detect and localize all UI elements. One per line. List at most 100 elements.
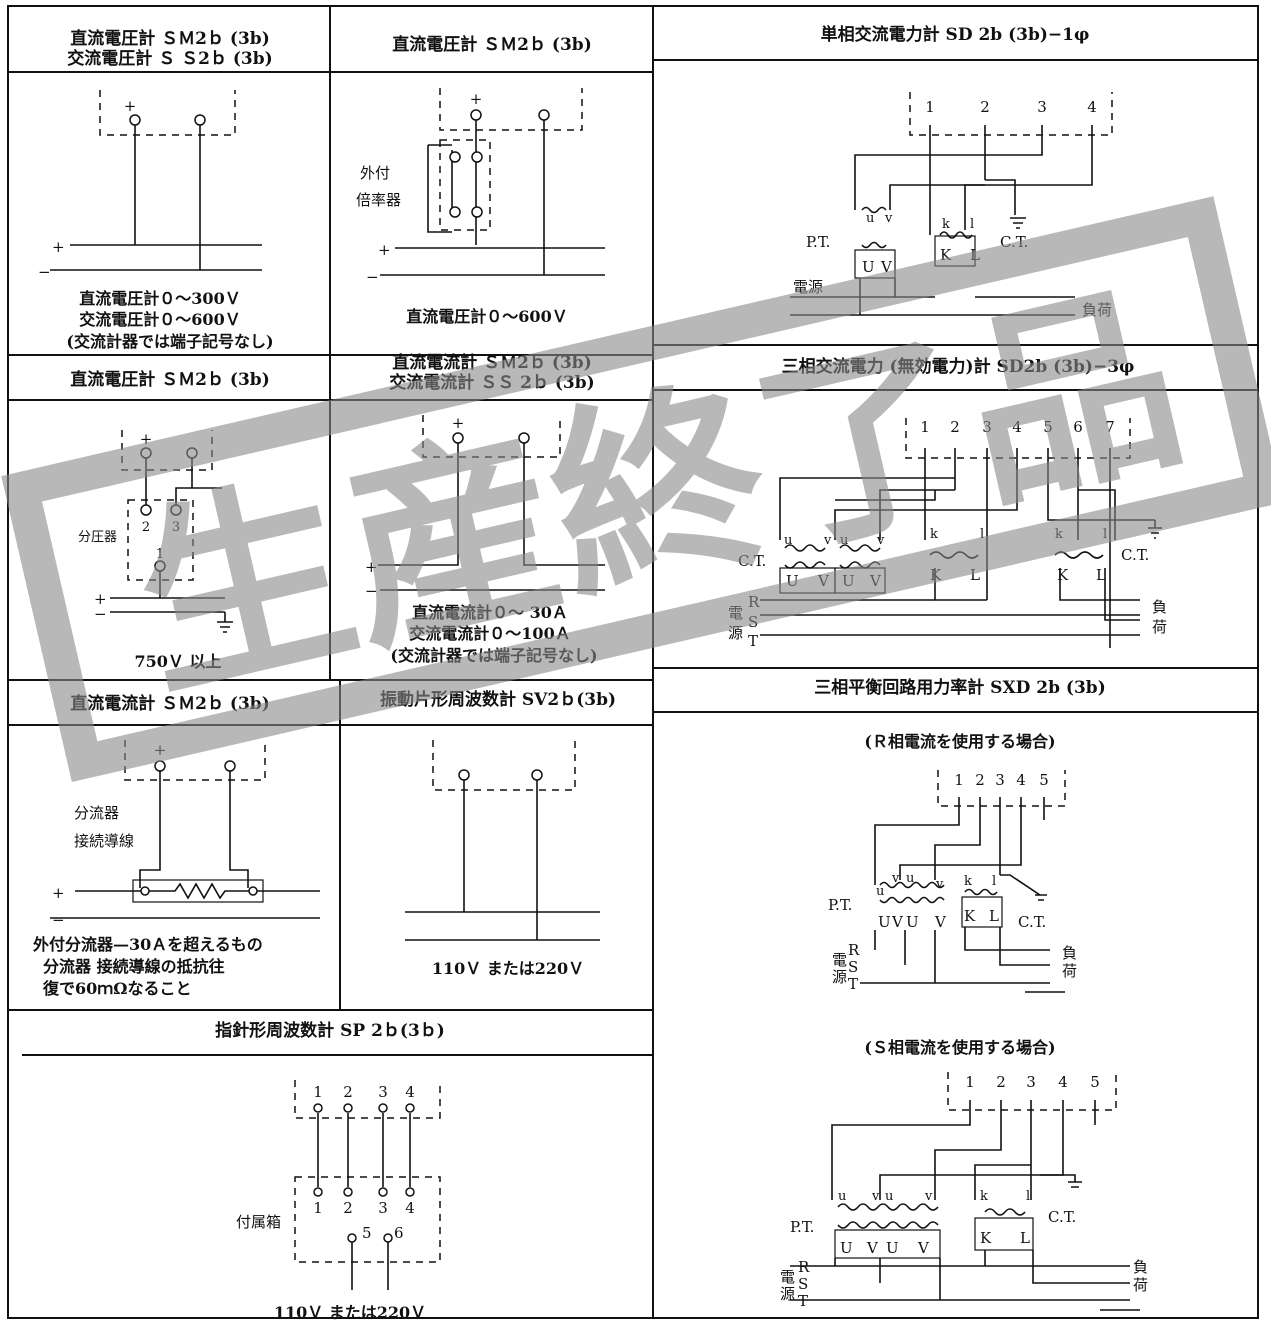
terminal-label: 1: [954, 771, 964, 789]
source-label: 源: [832, 968, 847, 986]
terminal-label: 2: [950, 418, 960, 436]
terminal-label: 4: [405, 1199, 415, 1217]
divider-box: [127, 499, 194, 581]
load-label: 負: [1133, 1258, 1148, 1276]
K-label: K: [964, 907, 976, 925]
panel-title: 交流電圧計 Ｓ Ｓ2ｂ (3b): [67, 48, 272, 69]
panel-title: 三相交流電力 (無効電力)計 SD2b (3b)−3φ: [782, 356, 1135, 377]
terminal-label: 4: [1058, 1073, 1068, 1091]
meter-outline: [422, 415, 561, 458]
T-label: T: [748, 632, 758, 650]
terminal-label: 2: [996, 1073, 1006, 1091]
u-label: u: [784, 533, 792, 548]
source-label: 電: [780, 1268, 795, 1286]
terminal-label: 5: [1090, 1073, 1100, 1091]
plus-line-label: +: [52, 238, 65, 256]
pt-v-label: v: [884, 211, 893, 226]
load-label: 負荷: [1082, 301, 1112, 319]
source-label: 電: [832, 951, 847, 969]
terminal-label: 2: [980, 98, 990, 116]
panel-vibrating-reed-frequency-meter: 振動片形周波数計 SV2ｂ(3b) 110Ｖ または220Ｖ: [380, 689, 616, 978]
terminal-label: 3: [378, 1199, 388, 1217]
terminal-label: 1: [965, 1073, 975, 1091]
v-label: v: [823, 533, 832, 548]
panel-title: 指針形周波数計 SP 2ｂ(3ｂ): [215, 1020, 445, 1041]
V-label: V: [891, 913, 904, 931]
minus-line-label: −: [52, 911, 65, 929]
k-label: k: [930, 527, 938, 542]
shunt-label: 分流器: [74, 804, 119, 822]
external-label: 倍率器: [356, 191, 401, 209]
terminal-label: 5: [362, 1224, 372, 1242]
ct-label: C.T.: [1018, 913, 1046, 931]
K-label: K: [1057, 566, 1069, 584]
terminal-label: 4: [405, 1083, 415, 1101]
accessory-box-label: 付属箱: [236, 1213, 281, 1231]
meter-outline: [432, 740, 576, 791]
subtitle: (Ｒ相電流を使用する場合): [864, 732, 1055, 751]
L-label: L: [1020, 1229, 1030, 1247]
panel-title: 単相交流電力計 SD 2b (3b)−1φ: [821, 24, 1090, 45]
caption: 交流電流計０～100Ａ: [409, 624, 570, 643]
U-label: U: [878, 913, 891, 931]
meter-outline: [905, 418, 1131, 459]
caption: 直流電圧計０～600Ｖ: [406, 307, 567, 326]
caption: 交流電圧計０～600Ｖ: [79, 310, 240, 329]
meter-outline: [99, 90, 236, 136]
load-label: 荷: [1152, 618, 1167, 636]
u-label: u: [840, 533, 848, 548]
S-label: S: [798, 1275, 808, 1293]
meter-outline: [294, 1080, 441, 1119]
U-label: U: [906, 913, 919, 931]
terminal-label: 4: [1016, 771, 1026, 789]
u-label: u: [876, 884, 884, 899]
terminal-label: 6: [1073, 418, 1083, 436]
panel-title: 直流電流計 ＳＭ2ｂ (3b): [70, 693, 269, 714]
ct-l-label: l: [970, 217, 974, 232]
L-label: L: [1096, 566, 1106, 584]
meter-outline: [439, 88, 583, 131]
caption: 復で60ｍΩなること: [42, 979, 192, 998]
terminal-label: 4: [1012, 418, 1022, 436]
panel-title: 直流電圧計 ＳＭ2ｂ (3b): [392, 34, 591, 55]
terminal-label: 2: [343, 1083, 353, 1101]
ct-label: C.T.: [1121, 546, 1149, 564]
subtitle: (Ｓ相電流を使用する場合): [864, 1038, 1055, 1057]
load-label: 負: [1152, 598, 1167, 616]
l-label: l: [992, 874, 996, 889]
caption: 外付分流器—30Ａを超えるもの: [32, 935, 263, 954]
terminal-label: 3: [1026, 1073, 1036, 1091]
V-label: V: [934, 913, 947, 931]
source-label: 源: [780, 1285, 795, 1303]
pt-label: P.T.: [828, 896, 852, 914]
T-label: T: [798, 1292, 808, 1310]
terminal-label: 2: [343, 1199, 353, 1217]
meter-outline: [937, 770, 1066, 807]
k-label: k: [964, 874, 972, 889]
terminal-label: 5: [1039, 771, 1049, 789]
minus-line-label: −: [365, 582, 378, 600]
panel-title: 直流電圧計 ＳＭ2ｂ (3b): [70, 28, 269, 49]
divider-label: 分圧器: [78, 530, 117, 545]
ct-label: C.T.: [738, 552, 766, 570]
terminal-label: 5: [1043, 418, 1053, 436]
load-label: 荷: [1062, 962, 1077, 980]
pt-u-label: u: [866, 211, 874, 226]
T-label: T: [848, 975, 858, 993]
R-label: R: [798, 1258, 810, 1276]
terminal-label: 7: [1105, 418, 1115, 436]
v-label: v: [891, 871, 900, 886]
terminal-label: 1: [156, 547, 164, 562]
caption: 750Ｖ 以上: [135, 652, 222, 671]
R-label: R: [848, 941, 860, 959]
plus-line-label: +: [94, 590, 107, 608]
terminal-label: 2: [975, 771, 985, 789]
terminal-label: 2: [142, 520, 150, 535]
v-label: v: [876, 533, 885, 548]
table-grid: [7, 5, 1259, 1319]
L-label: L: [970, 566, 980, 584]
terminal-label: 3: [995, 771, 1005, 789]
plus-line-label: +: [378, 241, 391, 259]
panel-dc-ammeter-shunt: 直流電流計 ＳＭ2ｂ (3b) + + − 分流器 接続導線 外付分流器—30Ａ…: [32, 693, 320, 998]
